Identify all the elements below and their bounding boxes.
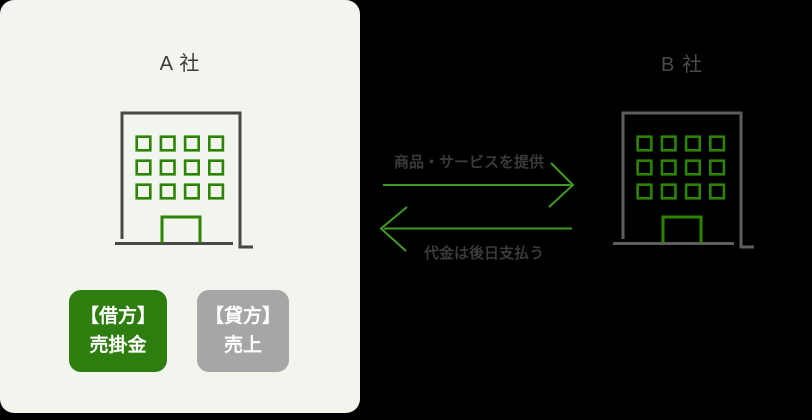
- credit-badge: 【貸方】 売上: [197, 290, 289, 372]
- flow-arrows: [379, 162, 575, 252]
- flow-bottom-label: 代金は後日支払う: [423, 245, 544, 262]
- debit-badge: 【借方】 売掛金: [69, 290, 167, 372]
- company-a-title: A 社: [159, 53, 201, 75]
- building-icon: [115, 111, 253, 249]
- debit-badge-line1: 【借方】: [79, 306, 156, 327]
- company-b-title: B 社: [661, 54, 703, 76]
- flow-top-label: 商品・サービスを提供: [393, 154, 544, 171]
- arrow-right-icon: [383, 162, 575, 208]
- credit-badge-line2: 売上: [223, 335, 262, 356]
- company-a-card: A 社 【借方】 売掛金 【貸方】 売上: [0, 0, 360, 413]
- arrow-left-icon: [379, 206, 572, 252]
- debit-badge-line2: 売掛金: [89, 335, 147, 356]
- credit-badge-line1: 【貸方】: [204, 306, 281, 327]
- building-icon: [613, 111, 754, 249]
